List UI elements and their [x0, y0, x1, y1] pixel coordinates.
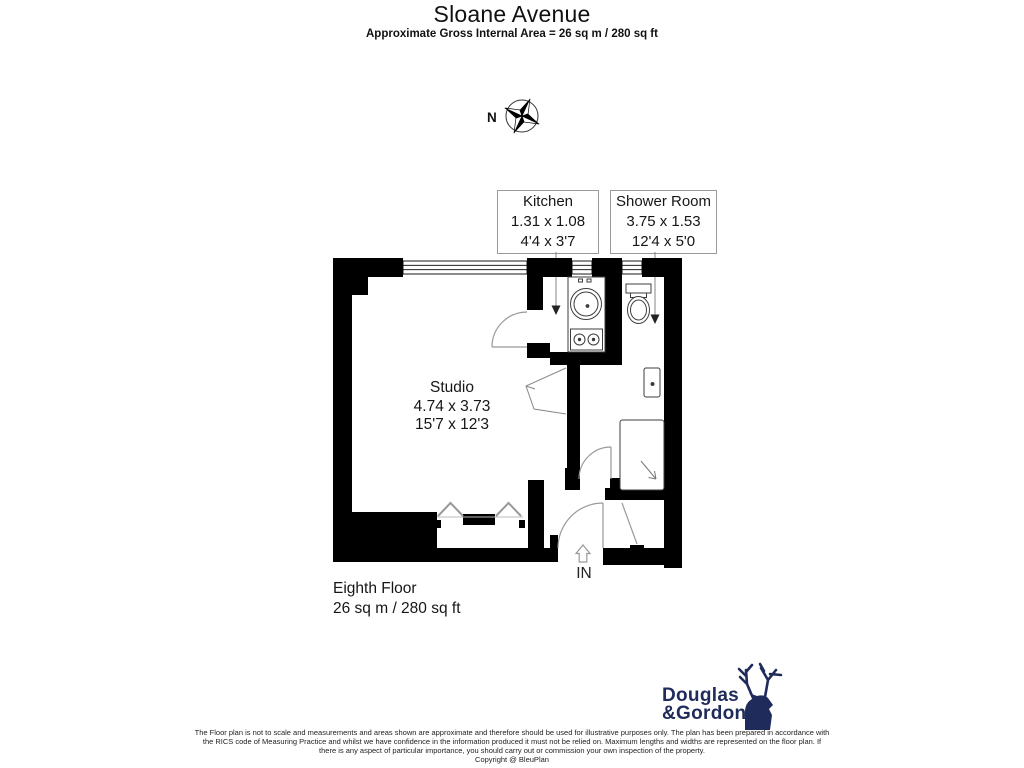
shower-room-door	[578, 446, 612, 480]
studio-room-name: Studio	[430, 379, 474, 396]
compass-rose: N	[487, 98, 540, 134]
studio-room-label: Studio 4.74 x 3.73 15'7 x 12'3	[414, 379, 491, 433]
basin-icon	[643, 367, 661, 398]
compass-north-label: N	[487, 110, 497, 125]
floor-area: 26 sq m / 280 sq ft	[333, 600, 461, 617]
disclaimer-line-2: the RICS code of Measuring Practice and …	[202, 737, 822, 746]
stag-icon	[737, 662, 783, 730]
wardrobe-door-chevrons	[437, 501, 523, 518]
kitchen-imperial-dims: 4'4 x 3'7	[520, 233, 576, 250]
shower-room-name: Shower Room	[615, 193, 712, 210]
studio-metric-dims: 4.74 x 3.73	[414, 398, 491, 415]
disclaimer-copyright: Copyright @ BleuPlan	[475, 755, 549, 764]
disclaimer-line-3: there is any aspect of particular import…	[319, 746, 705, 755]
plan-walls	[333, 258, 682, 568]
entrance-door	[557, 502, 604, 549]
compass-star-icon	[504, 98, 540, 134]
shower-leader-arrow	[650, 314, 660, 324]
entrance-arrow-icon	[574, 544, 592, 563]
shower-room-window	[621, 260, 643, 275]
floor-name: Eighth Floor	[333, 580, 417, 597]
shower-room-label-box: Shower Room 3.75 x 1.53 12'4 x 5'0	[610, 190, 717, 254]
kitchen-room-name: Kitchen	[522, 193, 574, 210]
logo-line2: &Gordon	[662, 703, 747, 724]
hall-door-leaf	[621, 502, 638, 545]
floor-plan: IN Studio 4.74 x 3.73 15'7 x 12'3	[333, 252, 682, 582]
page-title: Sloane Avenue	[433, 1, 591, 27]
shower-room-imperial-dims: 12'4 x 5'0	[631, 233, 696, 250]
shower-tray-icon	[619, 419, 665, 491]
hob-icon	[570, 328, 603, 351]
studio-window	[402, 260, 528, 275]
page-subtitle: Approximate Gross Internal Area = 26 sq …	[366, 28, 658, 40]
cupboard-door-symbol	[525, 367, 567, 415]
kitchen-leader-arrow	[551, 305, 561, 315]
floor-info: Eighth Floor 26 sq m / 280 sq ft	[333, 579, 461, 619]
logo-line1: Douglas	[662, 685, 740, 706]
kitchen-window	[571, 260, 593, 275]
disclaimer-line-1: The Floor plan is not to scale and measu…	[194, 728, 830, 737]
cupboard-door-notch	[525, 385, 536, 390]
agency-logo-text: Douglas &Gordon	[662, 685, 747, 724]
kitchen-door	[491, 311, 528, 348]
studio-imperial-dims: 15'7 x 12'3	[415, 416, 489, 433]
shower-room-metric-dims: 3.75 x 1.53	[626, 213, 701, 230]
kitchen-sink-icon	[570, 278, 602, 320]
kitchen-metric-dims: 1.31 x 1.08	[510, 213, 586, 230]
entrance-in-label: IN	[576, 565, 592, 582]
toilet-icon	[625, 283, 652, 324]
disclaimer: The Floor plan is not to scale and measu…	[0, 728, 1024, 764]
kitchen-label-box: Kitchen 1.31 x 1.08 4'4 x 3'7	[497, 190, 599, 254]
